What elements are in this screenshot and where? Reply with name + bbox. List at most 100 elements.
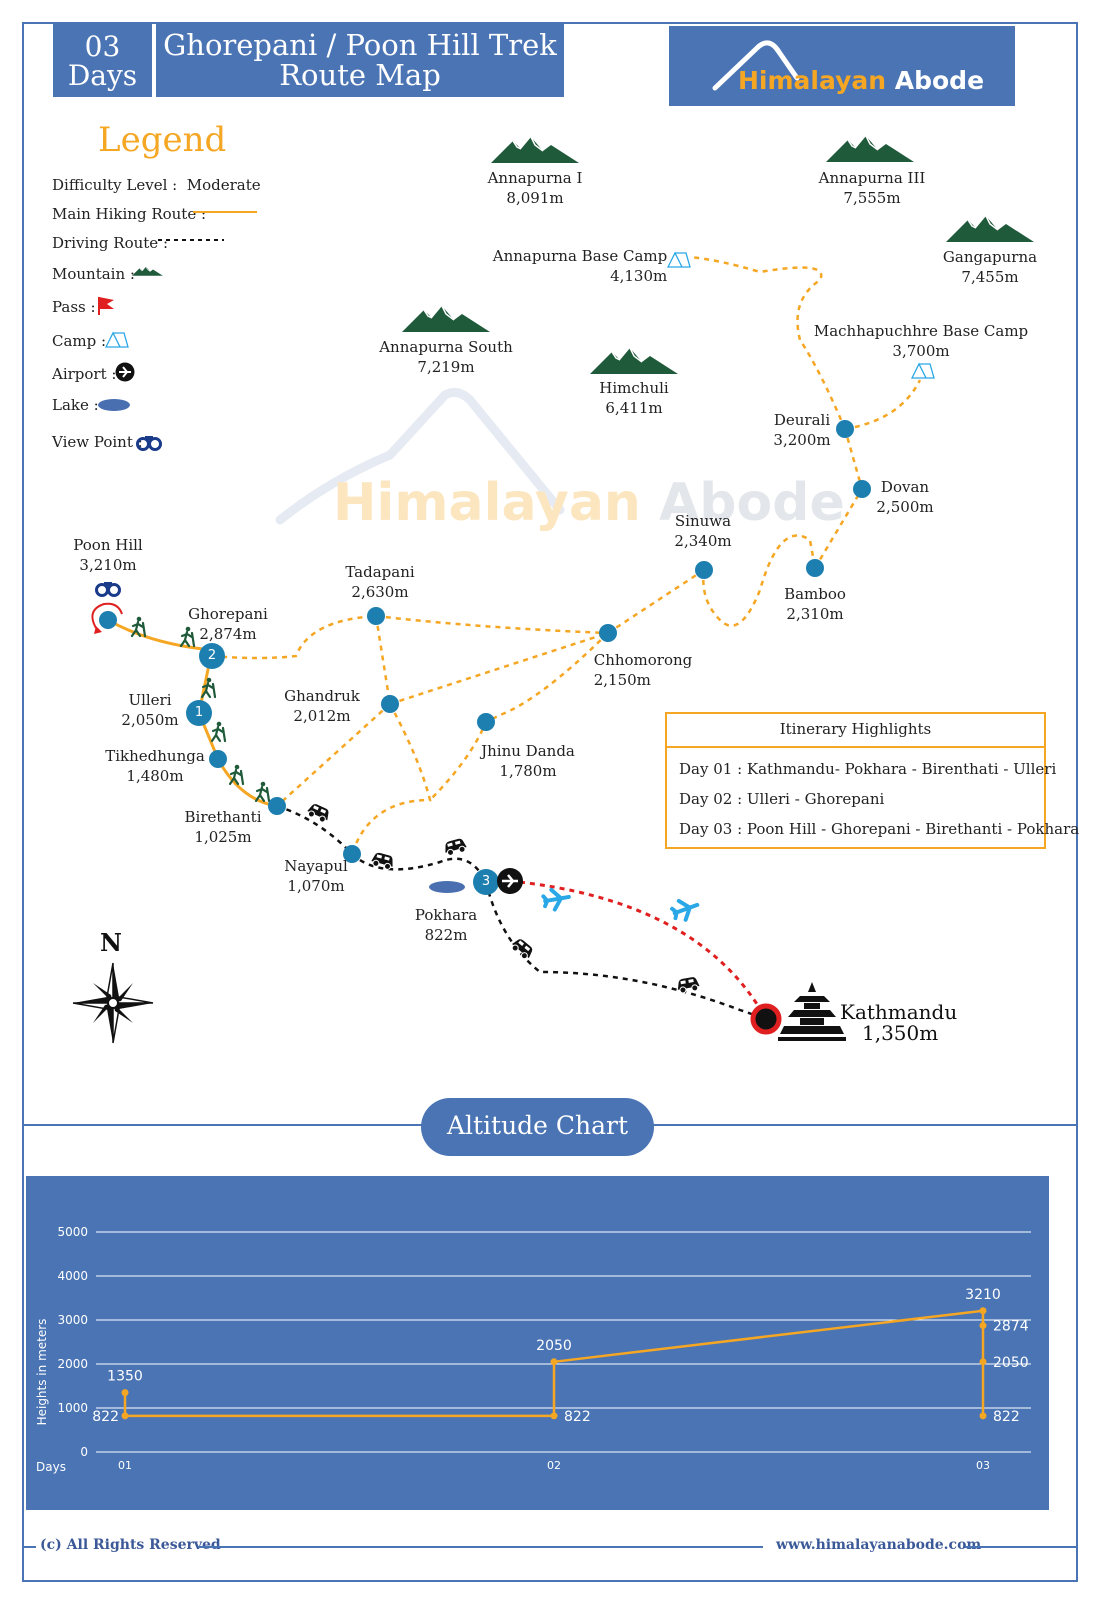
compass-icon: [72, 962, 154, 1044]
day-marker-3-label: 3: [481, 874, 491, 889]
data-label: 3210: [965, 1287, 1001, 1303]
legend-lake: Lake :: [52, 396, 99, 414]
camp-mbc-icon: [911, 363, 935, 379]
altitude-point: [979, 1307, 987, 1315]
day-marker-2: [199, 643, 225, 669]
x-tick-label: 01: [118, 1459, 132, 1472]
legend-airport: Airport :: [52, 365, 117, 383]
itinerary-row: Day 02 : Ulleri - Ghorepani: [679, 790, 885, 808]
data-label: 822: [92, 1409, 119, 1425]
data-label: 2874: [993, 1319, 1029, 1335]
airport-pokhara-icon: [497, 868, 523, 894]
camp-abc-icon: [667, 252, 691, 268]
footer-line: [198, 1546, 763, 1548]
day-marker-1: [186, 700, 212, 726]
altitude-point: [121, 1412, 129, 1420]
side-trek-routes: [211, 255, 922, 855]
y-tick-label: 1000: [57, 1401, 88, 1415]
day-marker-2-label: 2: [207, 648, 217, 663]
brand-watermark: Himalayan Abode: [333, 473, 845, 533]
day-marker-1-label: 1: [194, 705, 204, 720]
footer-copyright: (c) All Rights Reserved: [40, 1537, 221, 1553]
plane-icon: [668, 893, 703, 925]
lake-phewa-icon: [429, 881, 465, 893]
compass-north-label: N: [100, 928, 122, 957]
legend-lake-icon: [98, 399, 130, 411]
page-title-line1: Ghorepani / Poon Hill Trek: [163, 28, 557, 62]
watermark-part2: Abode: [659, 473, 845, 533]
altitude-point: [979, 1412, 987, 1420]
hiker-icon: [210, 720, 227, 743]
car-icon: [305, 801, 333, 825]
footer-website[interactable]: www.himalayanabode.com: [776, 1537, 982, 1553]
days-number: 03: [84, 30, 121, 63]
x-tick-label: 03: [976, 1459, 990, 1472]
altitude-line: [123, 1309, 985, 1418]
y-tick-label: 2000: [57, 1357, 88, 1371]
legend-difficulty-label: Difficulty Level :: [52, 176, 178, 194]
driving-routes: [276, 804, 767, 1021]
mountain-annapurna-i-icon: [490, 136, 580, 164]
y-axis-label: Heights in meters: [35, 1319, 49, 1426]
hiker-icon: [254, 780, 271, 803]
y-tick-label: 3000: [57, 1313, 88, 1327]
days-badge: 03 Days: [53, 24, 152, 97]
mountain-himchuli-icon: [589, 347, 679, 375]
brand-name-part2: Abode: [894, 66, 985, 95]
watermark-part1: Himalayan: [333, 473, 641, 533]
page-frame: [22, 22, 1078, 1582]
altitude-point: [550, 1412, 558, 1420]
altitude-point: [979, 1358, 987, 1366]
car-icon: [508, 935, 536, 962]
brand-logo: [669, 26, 1015, 106]
itinerary-row: Day 01 : Kathmandu- Pokhara - Birenthati…: [679, 760, 1057, 778]
altitude-point: [550, 1358, 558, 1366]
legend-main-route: Main Hiking Route :: [52, 205, 207, 223]
itinerary-box: Itinerary Highlights Day 01 : Kathmandu-…: [665, 712, 1079, 849]
altitude-point: [121, 1389, 129, 1397]
watermark-mountain: [275, 387, 565, 525]
plane-icon: [540, 885, 573, 914]
route-nodes: [99, 420, 871, 863]
page-title-line2: Route Map: [279, 58, 441, 92]
data-label: 2050: [993, 1355, 1029, 1371]
brand-name: Himalayan Abode: [738, 66, 984, 95]
page-title: Ghorepani / Poon Hill Trek Route Map: [156, 24, 564, 97]
legend-pass-flag-icon: [98, 297, 114, 315]
legend-viewpoint-icon: [136, 434, 162, 451]
car-icon: [675, 975, 701, 995]
itinerary-title: Itinerary Highlights: [667, 714, 1044, 748]
logo-mountain-icon: [712, 40, 800, 91]
altitude-chart-title: Altitude Chart: [421, 1098, 654, 1156]
y-tick-label: 4000: [57, 1269, 88, 1283]
hiker-icon: [200, 676, 217, 699]
days-word: Days: [67, 59, 138, 92]
pagoda-temple-icon: [778, 982, 846, 1041]
legend-camp-icon: [105, 332, 129, 348]
mountain-annapurna-south-icon: [401, 305, 491, 333]
legend-difficulty: Difficulty Level : Moderate: [52, 176, 261, 194]
footer-line: [22, 1546, 36, 1548]
